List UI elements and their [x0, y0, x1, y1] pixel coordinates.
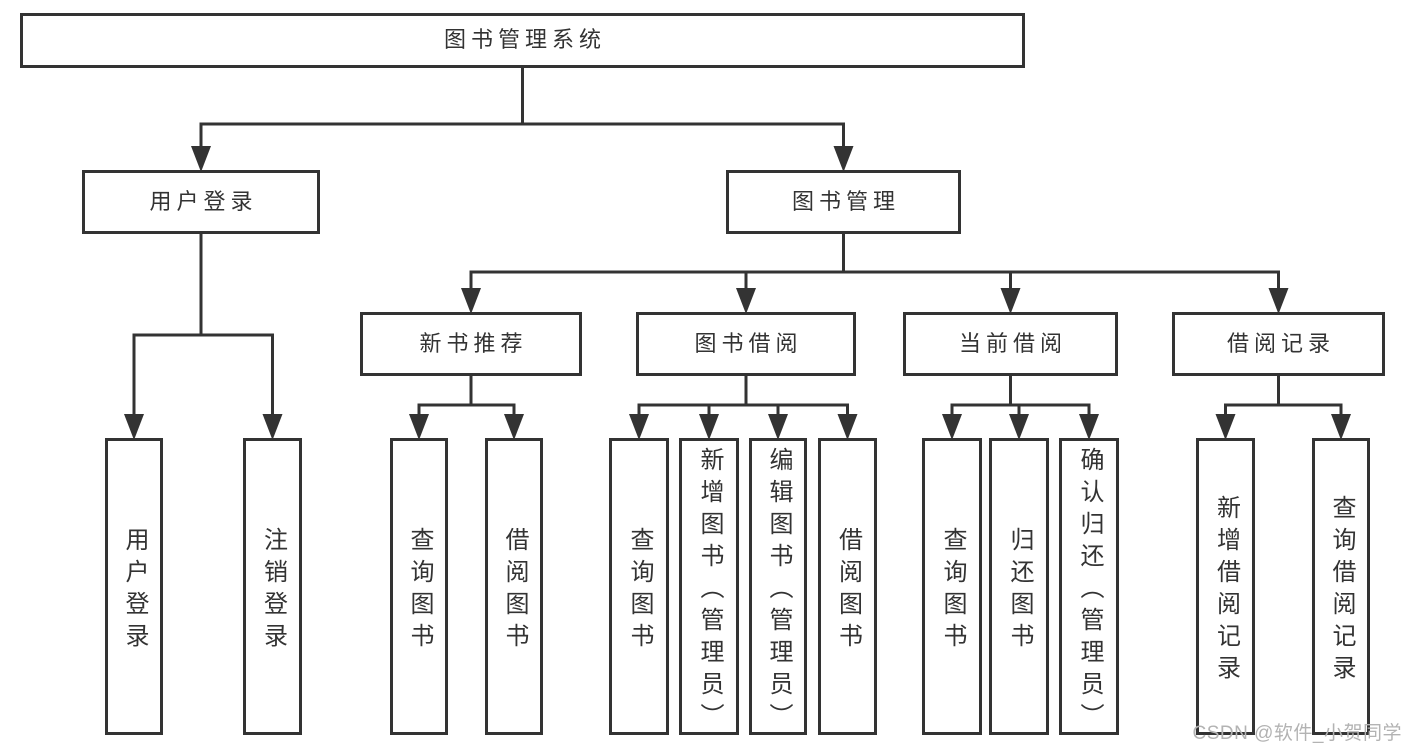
arrowhead-icon	[768, 414, 788, 440]
node-leaf-query-borrow-record: 查询借阅记录	[1312, 438, 1370, 735]
node-book-borrowing: 图书借阅	[636, 312, 856, 376]
arrowhead-icon	[262, 414, 283, 440]
leaf-query-books-1-label: 查询图书	[406, 526, 433, 655]
node-book-management: 图书管理	[726, 170, 961, 234]
arrowhead-icon	[1079, 414, 1099, 440]
arrowhead-icon	[1009, 414, 1029, 440]
new-book-recommend-label: 新书推荐	[419, 330, 528, 356]
node-leaf-confirm-return-admin: 确认归还（管理员）	[1059, 438, 1119, 735]
arrowhead-icon	[736, 288, 756, 314]
node-leaf-query-books-1: 查询图书	[390, 438, 448, 735]
leaf-borrow-books-1-label: 借阅图书	[501, 526, 528, 655]
arrowhead-icon	[942, 414, 962, 440]
node-leaf-borrow-books-2: 借阅图书	[818, 438, 877, 735]
node-leaf-add-borrow-record: 新增借阅记录	[1196, 438, 1255, 735]
node-borrowing-records: 借阅记录	[1172, 312, 1385, 376]
arrowhead-icon	[1000, 288, 1021, 314]
leaf-query-books-3-label: 查询图书	[939, 526, 966, 655]
node-leaf-add-books-admin: 新增图书（管理员）	[679, 438, 739, 735]
arrowhead-icon	[409, 414, 429, 440]
leaf-confirm-return-admin-label: 确认归还（管理员）	[1076, 446, 1103, 735]
leaf-edit-books-admin-label: 编辑图书（管理员）	[765, 446, 792, 735]
node-leaf-query-books-2: 查询图书	[609, 438, 669, 735]
leaf-logout-label: 注销登录	[259, 526, 287, 655]
arrowhead-icon	[461, 288, 481, 314]
leaf-borrow-books-2-label: 借阅图书	[834, 526, 862, 655]
leaf-add-borrow-record-label: 新增借阅记录	[1212, 494, 1240, 687]
arrowhead-icon	[124, 414, 144, 440]
node-user-login: 用户登录	[82, 170, 320, 234]
node-leaf-borrow-books-1: 借阅图书	[485, 438, 543, 735]
arrowhead-icon	[191, 146, 211, 172]
current-borrowing-label: 当前借阅	[958, 330, 1067, 356]
node-current-borrowing: 当前借阅	[903, 312, 1118, 376]
leaf-query-borrow-record-label: 查询借阅记录	[1328, 494, 1355, 687]
arrowhead-icon	[504, 414, 524, 440]
watermark: CSDN @软件_小贺同学	[1192, 723, 1402, 744]
arrowhead-icon	[1268, 288, 1289, 314]
node-leaf-edit-books-admin: 编辑图书（管理员）	[749, 438, 807, 735]
arrowhead-icon	[833, 146, 854, 172]
node-library-system: 图书管理系统	[20, 13, 1025, 68]
leaf-query-books-2-label: 查询图书	[626, 526, 653, 655]
node-leaf-user-login: 用户登录	[105, 438, 163, 735]
node-leaf-query-books-3: 查询图书	[922, 438, 982, 735]
arrowhead-icon	[1331, 414, 1351, 440]
node-new-book-recommend: 新书推荐	[360, 312, 582, 376]
node-leaf-logout: 注销登录	[243, 438, 302, 735]
node-leaf-return-books: 归还图书	[989, 438, 1049, 735]
arrowhead-icon	[629, 414, 649, 440]
book-borrowing-label: 图书借阅	[694, 330, 803, 356]
arrowhead-icon	[699, 414, 719, 440]
borrowing-records-label: 借阅记录	[1226, 330, 1335, 356]
leaf-user-login-label: 用户登录	[121, 526, 148, 655]
arrowhead-icon	[837, 414, 858, 440]
book-management-label: 图书管理	[791, 188, 900, 214]
arrowhead-icon	[1215, 414, 1236, 440]
user-login-label: 用户登录	[149, 188, 258, 214]
leaf-add-books-admin-label: 新增图书（管理员）	[696, 446, 723, 735]
leaf-return-books-label: 归还图书	[1006, 526, 1033, 655]
library-system-label: 图书管理系统	[443, 27, 606, 53]
